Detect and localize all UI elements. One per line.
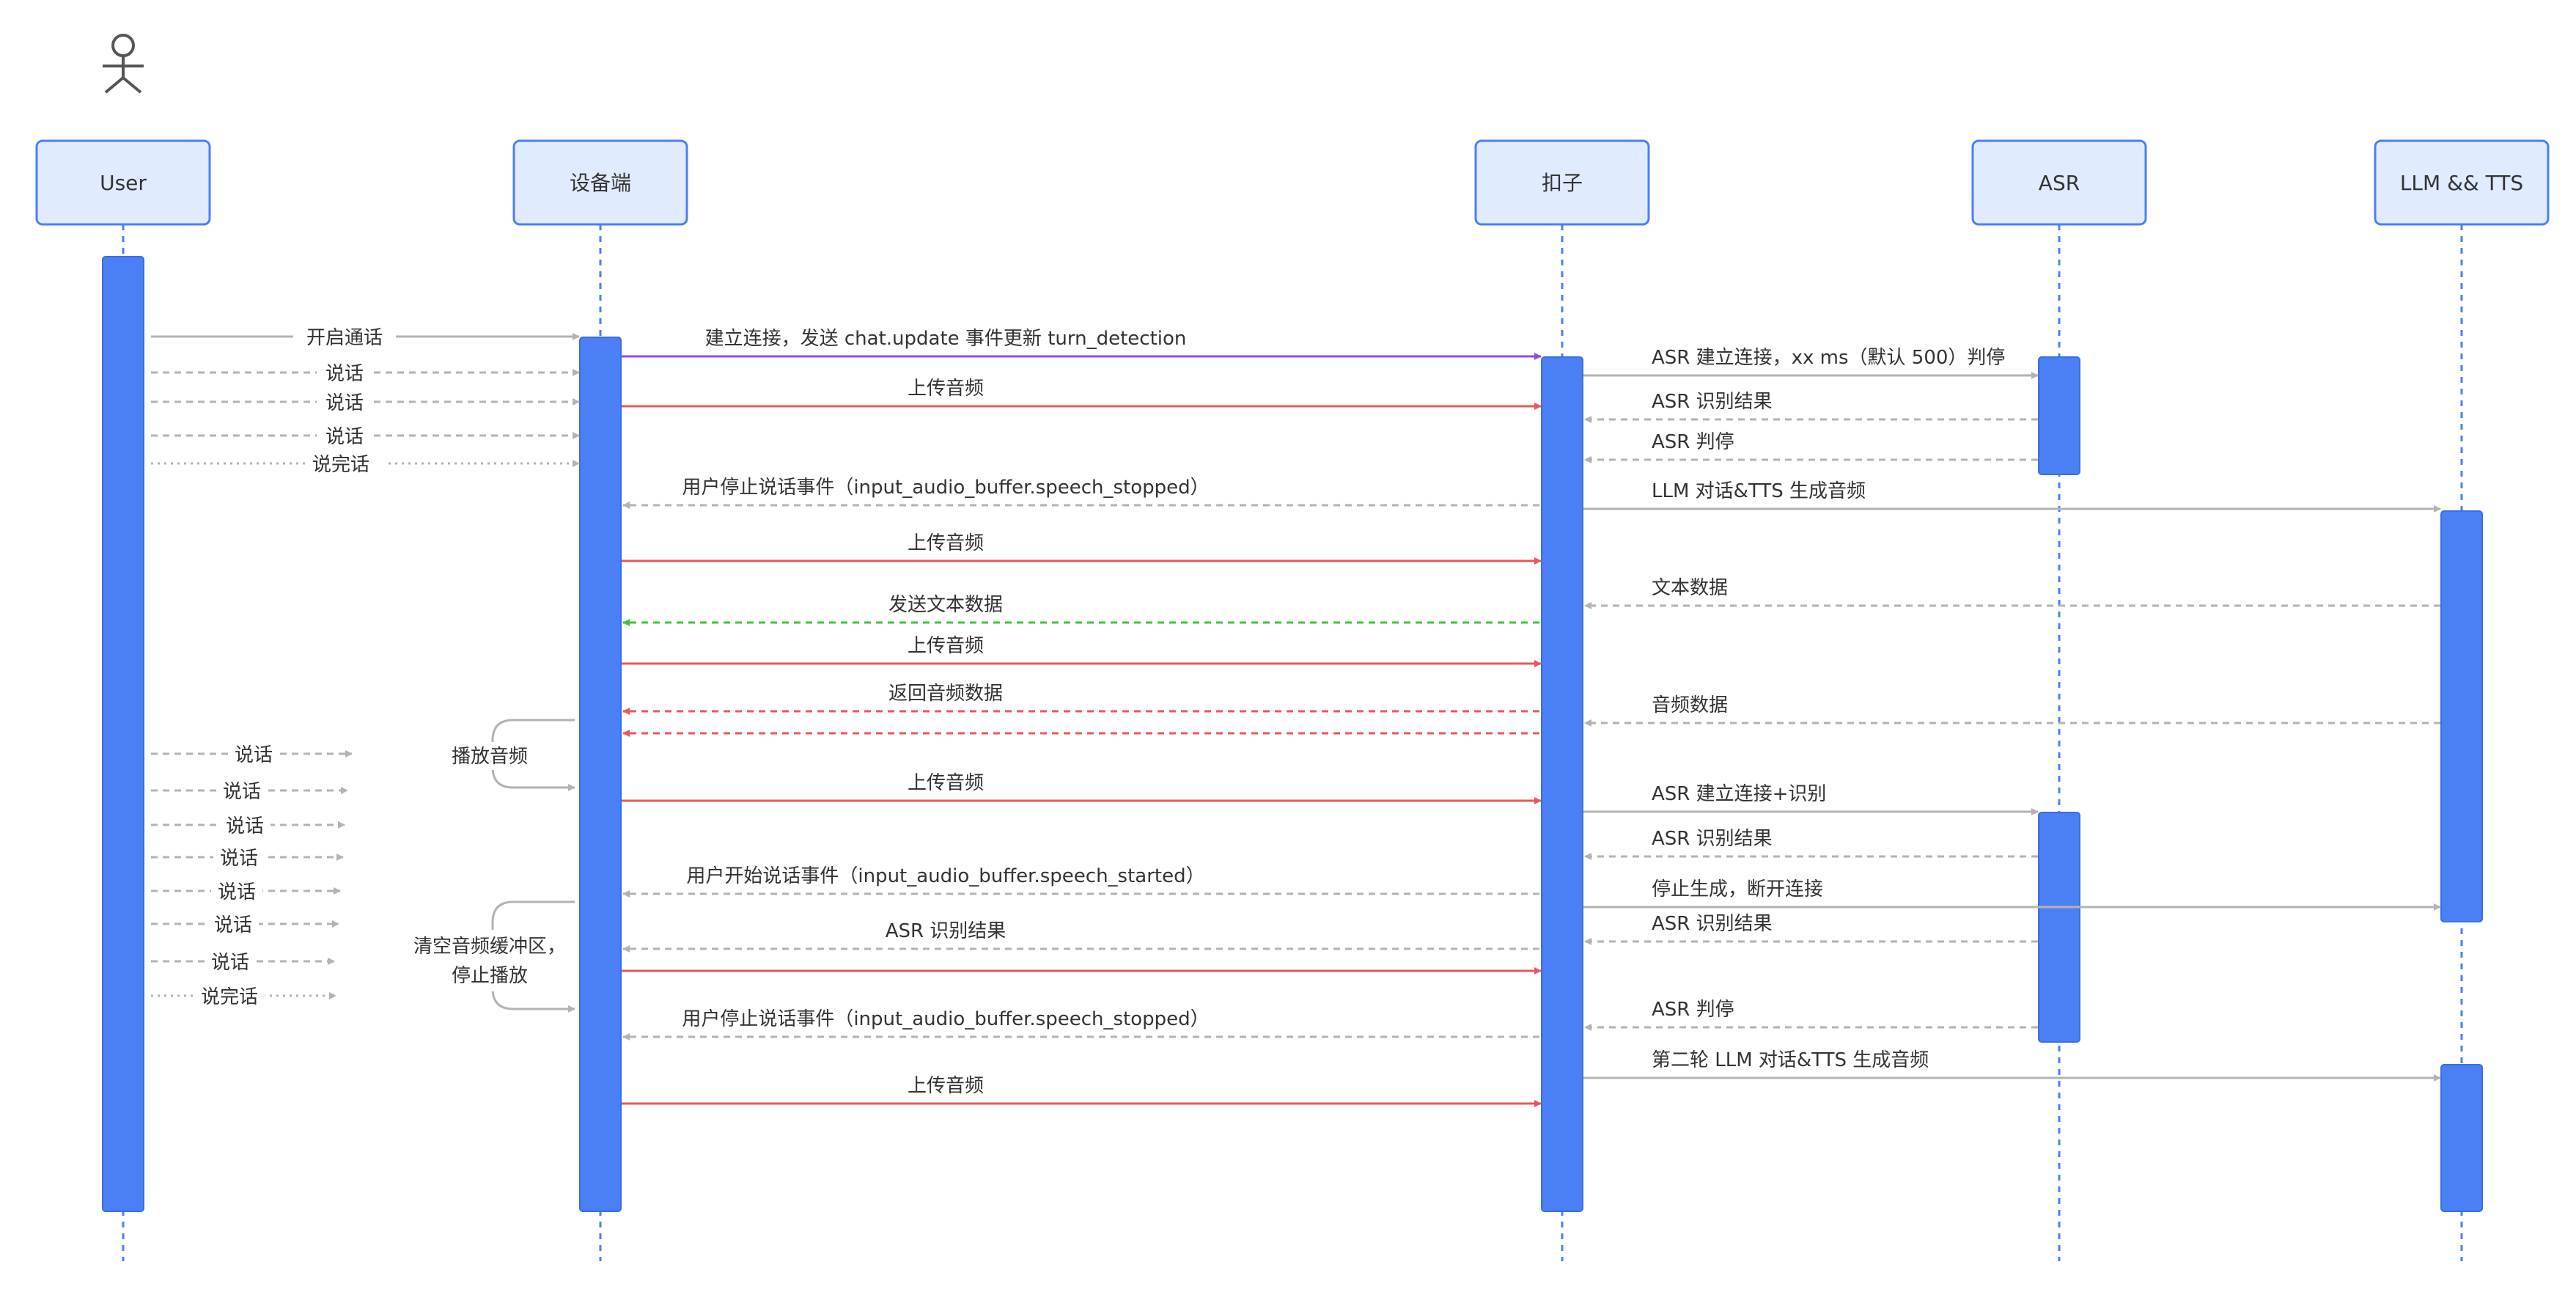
message-label: 音频数据 [1652, 694, 1728, 716]
message-label: 上传音频 [908, 1075, 984, 1097]
message-label: 上传音频 [908, 378, 984, 400]
message-arrow: 说完话 [151, 450, 580, 477]
message-label: 说完话 [201, 986, 258, 1008]
message-label: 说话 [211, 952, 249, 974]
message-arrow: 上传音频 [622, 1075, 1542, 1107]
message-arrow: ASR 识别结果 [1584, 391, 2038, 423]
message-arrow: 上传音频 [622, 772, 1542, 804]
participant-llm-tts: LLM && TTS [2374, 139, 2550, 226]
message-label: ASR 识别结果 [1652, 828, 1773, 850]
message-label: ASR 建立连接+识别 [1652, 783, 1826, 805]
message-label: 上传音频 [908, 635, 984, 657]
message-label: 建立连接，发送 chat.update 事件更新 turn_detection [705, 328, 1187, 350]
message-label: 说话 [223, 781, 261, 803]
message-label: ASR 建立连接，xx ms（默认 500）判停 [1652, 347, 2005, 369]
message-arrow: ASR 建立连接，xx ms（默认 500）判停 [1583, 347, 2039, 379]
message-label: 第二轮 LLM 对话&TTS 生成音频 [1652, 1049, 1929, 1071]
activation-bar-asr-1 [2038, 356, 2080, 475]
participant-label: 扣子 [1542, 171, 1583, 195]
message-label: 说话 [325, 363, 364, 385]
message-label: 用户停止说话事件（input_audio_buffer.speech_stopp… [682, 477, 1209, 499]
message-arrow: 文本数据 [1584, 577, 2440, 609]
message-arrow: ASR 识别结果 [1584, 913, 2038, 945]
message-arrow: ASR 判停 [1584, 999, 2038, 1031]
message-label: 说话 [214, 914, 252, 936]
message-arrow: 用户停止说话事件（input_audio_buffer.speech_stopp… [622, 477, 1539, 509]
message-label: 说完话 [312, 454, 369, 476]
message-label: ASR 识别结果 [1652, 391, 1773, 413]
message-arrow: 用户开始说话事件（input_audio_buffer.speech_start… [622, 865, 1539, 898]
message-label: 文本数据 [1652, 577, 1728, 599]
message-label: ASR 识别结果 [886, 920, 1007, 942]
message-arrow: 说话 [151, 359, 580, 386]
message-arrow: 建立连接，发送 chat.update 事件更新 turn_detection [622, 328, 1542, 360]
activation-bar-user [102, 256, 144, 1212]
self-note-play-audio: 播放音频 [440, 719, 575, 791]
participant-label: LLM && TTS [2400, 171, 2523, 195]
self-note-text: 停止播放 [452, 965, 528, 987]
message-arrow: ASR 判停 [1584, 431, 2038, 463]
self-note-text: 播放音频 [452, 746, 528, 768]
message-arrow: 说完话 [151, 983, 336, 1009]
message-arrow: LLM 对话&TTS 生成音频 [1583, 480, 2441, 513]
activation-bar-kouzi [1541, 356, 1583, 1212]
message-label: 开启通话 [306, 327, 383, 349]
message-arrow: 说话 [151, 948, 335, 974]
message-arrow: ASR 建立连接+识别 [1583, 783, 2039, 815]
self-note-text: 清空音频缓冲区， [413, 936, 566, 958]
message-arrow: 说话 [151, 777, 348, 804]
message-arrow: ASR 识别结果 [1584, 828, 2038, 860]
message-arrow: 说话 [151, 389, 580, 415]
message-arrow: 开启通话 [151, 323, 580, 350]
user-actor-icon [103, 34, 144, 94]
message-label: 说话 [325, 392, 364, 414]
participant-label: ASR [2039, 171, 2080, 195]
participant-kouzi: 扣子 [1474, 139, 1650, 226]
message-label: 说话 [235, 744, 273, 766]
message-arrow: 说话 [151, 741, 353, 767]
participant-device: 设备端 [512, 139, 688, 226]
message-arrow: 第二轮 LLM 对话&TTS 生成音频 [1583, 1049, 2441, 1082]
message-arrow: 上传音频 [622, 635, 1542, 667]
message-label: 上传音频 [908, 532, 984, 554]
message-label: 用户停止说话事件（input_audio_buffer.speech_stopp… [682, 1008, 1209, 1030]
activation-bar-llm-1 [2440, 510, 2483, 922]
participant-asr: ASR [1971, 139, 2147, 226]
message-arrow: 上传音频 [622, 532, 1542, 565]
activation-bar-llm-2 [2440, 1064, 2483, 1212]
message-label: ASR 识别结果 [1652, 913, 1773, 935]
message-arrow: 用户停止说话事件（input_audio_buffer.speech_stopp… [622, 1008, 1539, 1040]
message-label: 停止生成，断开连接 [1652, 878, 1823, 900]
message-label: ASR 判停 [1652, 431, 1734, 453]
message-label: LLM 对话&TTS 生成音频 [1652, 480, 1866, 502]
message-arrow: 发送文本数据 [622, 594, 1539, 626]
message-arrow: 上传音频 [622, 378, 1542, 410]
message-label: 上传音频 [908, 772, 984, 794]
activation-bar-device [579, 337, 622, 1212]
message-label: 说话 [220, 848, 258, 870]
message-label: 用户开始说话事件（input_audio_buffer.speech_start… [686, 865, 1204, 887]
message-arrow: 停止生成，断开连接 [1583, 878, 2441, 911]
message-arrow: 音频数据 [1584, 694, 2440, 727]
participant-user: User [35, 139, 211, 226]
message-arrow: 说话 [151, 812, 345, 838]
self-note-clear-buffer: 清空音频缓冲区， 停止播放 [405, 900, 576, 1013]
message-arrow: 说话 [151, 911, 339, 937]
participant-label: 设备端 [570, 171, 631, 195]
activation-bar-asr-2 [2038, 812, 2080, 1043]
message-arrow: 返回音频数据 [622, 683, 1539, 715]
message-label: 发送文本数据 [888, 594, 1003, 616]
message-arrow: 说话 [151, 844, 344, 870]
message-label: 说话 [218, 881, 256, 903]
message-arrow: 说话 [151, 422, 580, 449]
message-arrow: ASR 识别结果 [622, 920, 1539, 953]
message-label: 说话 [325, 426, 364, 448]
message-label: 返回音频数据 [888, 683, 1003, 705]
message-label: 说话 [226, 815, 264, 837]
participant-label: User [100, 171, 147, 195]
message-label: ASR 判停 [1652, 999, 1734, 1021]
message-arrow: 说话 [151, 878, 341, 904]
